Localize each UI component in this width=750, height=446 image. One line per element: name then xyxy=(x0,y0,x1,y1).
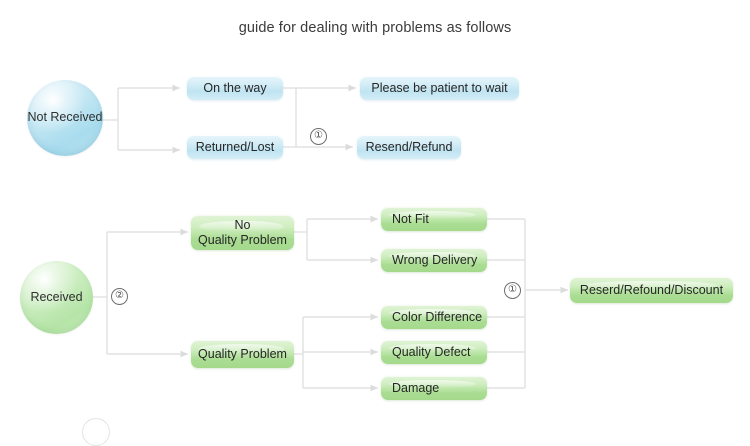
marker-one-bottom-symbol: ① xyxy=(508,284,517,295)
node-on-the-way[interactable]: On the way xyxy=(187,76,283,100)
node-not-fit[interactable]: Not Fit xyxy=(381,207,487,231)
node-quality-defect[interactable]: Quality Defect xyxy=(381,340,487,364)
node-resend-refund[interactable]: Resend/Refund xyxy=(357,135,461,159)
marker-two: ② xyxy=(111,288,128,305)
node-resend-refund-discount[interactable]: Reserd/Refound/Discount xyxy=(570,277,733,303)
node-quality-problem-label: Quality Problem xyxy=(198,346,287,361)
node-not-fit-label: Not Fit xyxy=(392,211,429,226)
marker-one-top: ① xyxy=(310,128,327,145)
node-received[interactable]: Received xyxy=(20,261,93,334)
node-please-be-patient[interactable]: Please be patient to wait xyxy=(360,76,519,100)
node-resend-refund-discount-label: Reserd/Refound/Discount xyxy=(579,282,724,297)
node-damage-label: Damage xyxy=(392,380,440,395)
page-title: guide for dealing with problems as follo… xyxy=(238,20,512,36)
node-color-difference[interactable]: Color Difference xyxy=(381,305,487,329)
node-please-be-patient-label: Please be patient to wait xyxy=(371,80,508,95)
node-on-the-way-label: On the way xyxy=(203,80,267,95)
node-returned-lost[interactable]: Returned/Lost xyxy=(187,135,283,159)
node-quality-defect-label: Quality Defect xyxy=(392,344,471,359)
node-wrong-delivery-label: Wrong Delivery xyxy=(392,252,478,267)
marker-one-bottom: ① xyxy=(504,282,521,299)
flowchart-canvas: guide for dealing with problems as follo… xyxy=(20,20,733,446)
node-no-quality-problem[interactable]: No Quality Problem xyxy=(191,215,294,250)
node-wrong-delivery[interactable]: Wrong Delivery xyxy=(381,248,487,272)
node-not-received[interactable]: Not Received xyxy=(27,80,103,156)
node-resend-refund-label: Resend/Refund xyxy=(365,139,453,154)
cutoff-circle-artifact xyxy=(82,418,110,446)
marker-two-symbol: ② xyxy=(115,290,124,301)
node-damage[interactable]: Damage xyxy=(381,376,487,400)
marker-one-top-symbol: ① xyxy=(314,130,323,141)
node-quality-problem[interactable]: Quality Problem xyxy=(191,340,294,368)
node-returned-lost-label: Returned/Lost xyxy=(195,139,275,154)
node-no-quality-problem-label: No Quality Problem xyxy=(198,217,287,247)
node-color-difference-label: Color Difference xyxy=(392,309,483,324)
node-received-label: Received xyxy=(30,289,83,304)
node-not-received-label: Not Received xyxy=(27,110,103,125)
connector-lines xyxy=(93,84,568,392)
